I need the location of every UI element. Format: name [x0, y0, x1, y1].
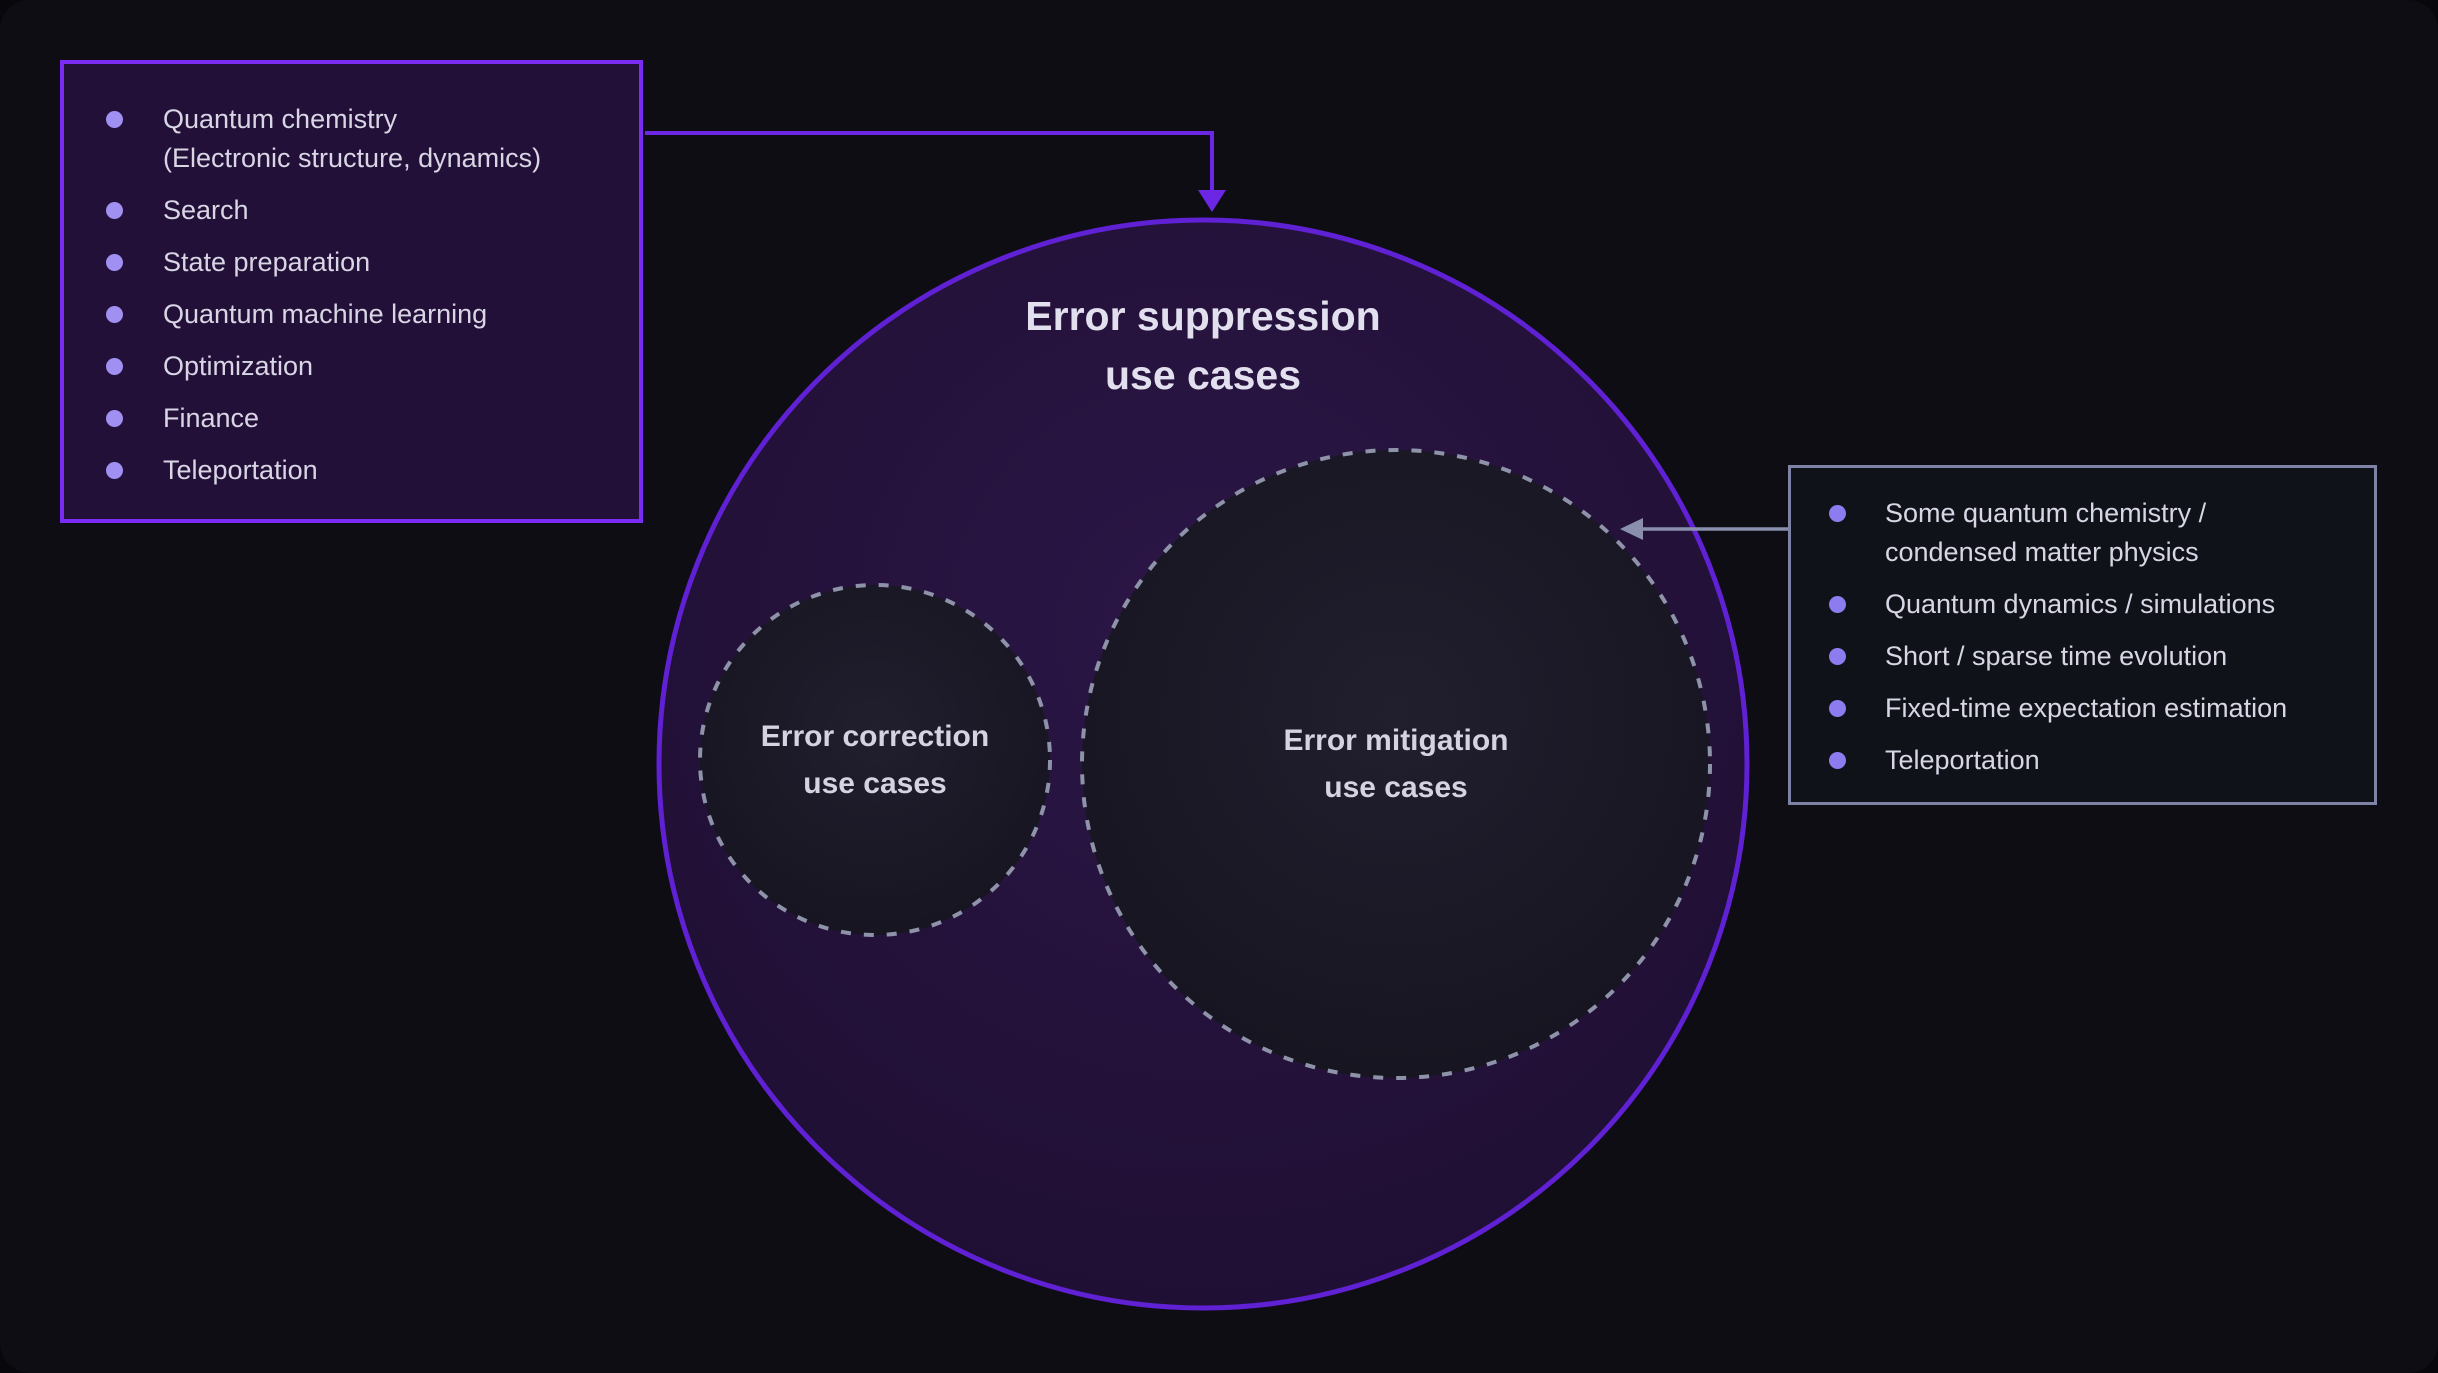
right-panel-list: Some quantum chemistry / condensed matte… — [1829, 494, 2358, 780]
list-item-label: State preparation — [163, 247, 371, 277]
left-arrowhead-icon — [1620, 518, 1643, 540]
list-item-label: Search — [163, 195, 249, 225]
down-arrowhead-icon — [1198, 190, 1226, 212]
bullet-icon — [1829, 648, 1846, 665]
list-item-label: Quantum dynamics / simulations — [1885, 589, 2276, 619]
right-panel: Some quantum chemistry / condensed matte… — [1788, 465, 2377, 805]
error-mitigation-circle — [1080, 448, 1712, 1080]
left-panel-list: Quantum chemistry (Electronic structure,… — [106, 100, 605, 490]
list-item-label: Optimization — [163, 351, 314, 381]
list-item-label: Quantum chemistry (Electronic structure,… — [163, 104, 542, 173]
bullet-icon — [106, 306, 123, 323]
list-item-label: Teleportation — [1885, 745, 2040, 775]
error-correction-label: Error correction use cases — [760, 720, 990, 800]
list-item: Quantum chemistry (Electronic structure,… — [106, 100, 605, 178]
list-item: Fixed-time expectation estimation — [1829, 689, 2358, 728]
bullet-icon — [106, 462, 123, 479]
bullet-icon — [1829, 752, 1846, 769]
list-item: Finance — [106, 399, 605, 438]
bullet-icon — [1829, 505, 1846, 522]
bullet-icon — [106, 254, 123, 271]
bullet-icon — [106, 111, 123, 128]
list-item: Quantum machine learning — [106, 295, 605, 334]
list-item: Optimization — [106, 347, 605, 386]
list-item-label: Finance — [163, 403, 260, 433]
list-item: Teleportation — [106, 451, 605, 490]
error-mitigation-label: Error mitigation use cases — [1283, 724, 1509, 804]
error-correction-circle — [698, 583, 1052, 937]
error-suppression-label: Error suppression use cases — [1025, 293, 1381, 398]
list-item: State preparation — [106, 243, 605, 282]
list-item-label: Short / sparse time evolution — [1885, 641, 2228, 671]
bullet-icon — [1829, 700, 1846, 717]
bullet-icon — [106, 410, 123, 427]
list-item-label: Fixed-time expectation estimation — [1885, 693, 2288, 723]
list-item-label: Quantum machine learning — [163, 299, 488, 329]
bullet-icon — [106, 202, 123, 219]
list-item: Search — [106, 191, 605, 230]
list-item: Some quantum chemistry / condensed matte… — [1829, 494, 2358, 572]
list-item-label: Some quantum chemistry / condensed matte… — [1885, 498, 2207, 567]
bullet-icon — [106, 358, 123, 375]
list-item-label: Teleportation — [163, 455, 318, 485]
bullet-icon — [1829, 596, 1846, 613]
list-item: Teleportation — [1829, 741, 2358, 780]
list-item: Quantum dynamics / simulations — [1829, 585, 2358, 624]
list-item: Short / sparse time evolution — [1829, 637, 2358, 676]
left-panel: Quantum chemistry (Electronic structure,… — [60, 60, 643, 523]
left-panel-connector-line — [645, 131, 1214, 192]
